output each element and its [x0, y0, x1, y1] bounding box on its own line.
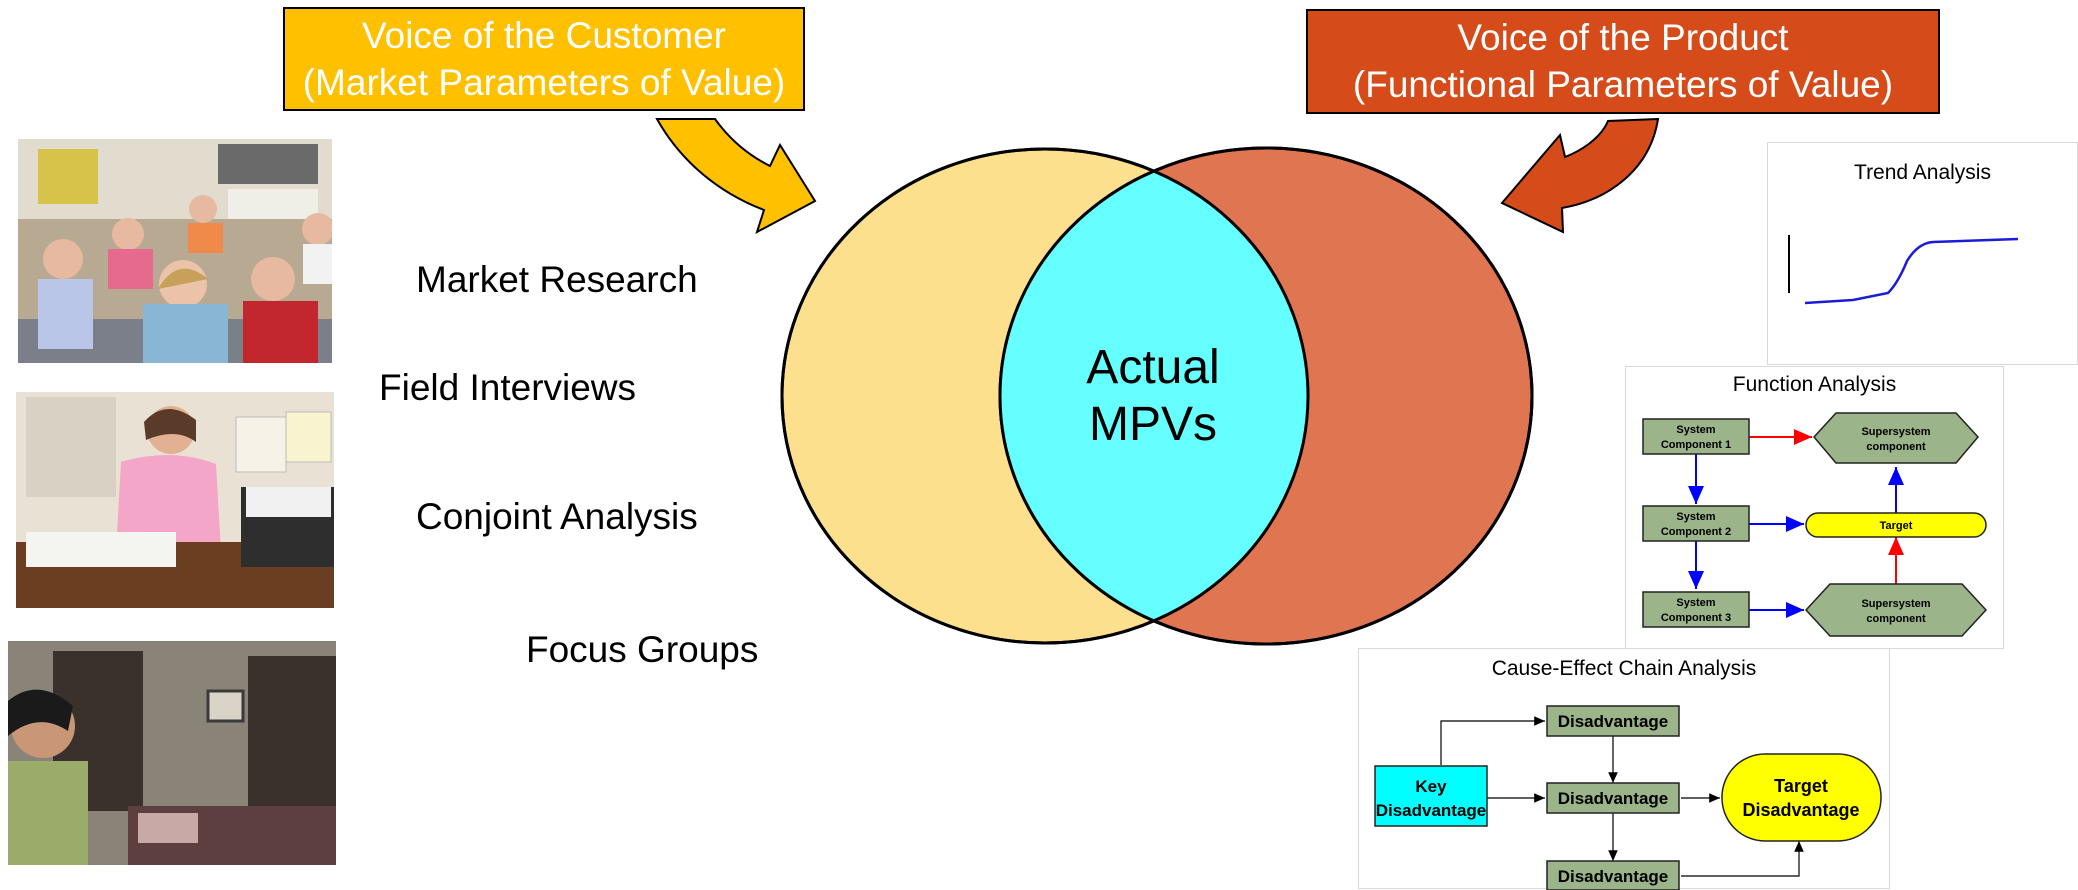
svg-text:Disadvantage: Disadvantage	[1742, 800, 1859, 820]
svg-text:Supersystem: Supersystem	[1861, 426, 1930, 438]
system-component-1-node: System Component 1	[1642, 418, 1750, 455]
svg-text:Target: Target	[1880, 520, 1913, 532]
product-curved-arrow	[1500, 117, 1660, 234]
trend-analysis-title: Trend Analysis	[1854, 161, 1991, 184]
method-conjoint-analysis: Conjoint Analysis	[416, 496, 698, 537]
method-market-research: Market Research	[416, 259, 698, 300]
disadvantage-top-node: Disadvantage	[1546, 705, 1680, 737]
svg-text:component: component	[1866, 441, 1926, 453]
voice-of-customer-title: Voice of the Customer	[361, 15, 727, 56]
svg-text:Disadvantage: Disadvantage	[1558, 867, 1669, 886]
disadvantage-middle-node: Disadvantage	[1546, 782, 1680, 814]
cause-effect-chain-title: Cause-Effect Chain Analysis	[1491, 657, 1757, 680]
trend-curve-graphic	[1788, 235, 2019, 305]
voice-of-customer-subtitle: (Market Parameters of Value)	[302, 62, 786, 103]
function-analysis-panel: Function Analysis System Component 1 Sup…	[1625, 366, 2004, 649]
venn-intersection-label-line1: Actual	[1086, 341, 1219, 394]
system-component-2-node: System Component 2	[1642, 505, 1750, 542]
customer-curved-arrow	[655, 118, 817, 235]
teacher-interview-photo	[16, 392, 334, 608]
method-focus-groups: Focus Groups	[526, 629, 759, 670]
svg-text:System: System	[1676, 424, 1715, 436]
disadvantage-bottom-node: Disadvantage	[1546, 860, 1680, 890]
svg-text:Key: Key	[1415, 777, 1447, 796]
svg-text:Component 1: Component 1	[1661, 439, 1731, 451]
voice-of-product-banner: Voice of the Product (Functional Paramet…	[1306, 9, 1940, 114]
living-room-interview-photo	[8, 641, 336, 865]
supersystem-component-top-node: Supersystem component	[1813, 412, 1979, 464]
svg-text:System: System	[1676, 511, 1715, 523]
classroom-children-photo	[18, 139, 332, 363]
venn-intersection	[1000, 149, 1308, 643]
svg-text:Supersystem: Supersystem	[1861, 598, 1930, 610]
venn-intersection-label-line2: MPVs	[1089, 398, 1217, 451]
cause-effect-chain-panel: Cause-Effect Chain Analysis Key Disadvan…	[1358, 648, 1890, 890]
target-node: Target	[1805, 512, 1987, 538]
svg-text:Disadvantage: Disadvantage	[1376, 801, 1487, 820]
supersystem-component-bottom-node: Supersystem component	[1804, 583, 1988, 637]
svg-text:Component 2: Component 2	[1661, 526, 1731, 538]
voice-of-product-subtitle: (Functional Parameters of Value)	[1352, 64, 1894, 105]
trend-analysis-panel: Trend Analysis	[1767, 142, 2078, 365]
target-disadvantage-node: Target Disadvantage	[1721, 753, 1882, 842]
voice-of-customer-banner: Voice of the Customer (Market Parameters…	[283, 7, 805, 111]
key-disadvantage-node: Key Disadvantage	[1374, 765, 1488, 827]
system-component-3-node: System Component 3	[1642, 591, 1750, 628]
svg-text:Component 3: Component 3	[1661, 612, 1731, 624]
function-analysis-title: Function Analysis	[1732, 373, 1897, 396]
voice-of-product-title: Voice of the Product	[1457, 17, 1789, 58]
svg-text:Disadvantage: Disadvantage	[1558, 789, 1669, 808]
svg-text:Disadvantage: Disadvantage	[1558, 712, 1669, 731]
method-field-interviews: Field Interviews	[379, 367, 637, 408]
svg-text:System: System	[1676, 597, 1715, 609]
svg-text:component: component	[1866, 613, 1926, 625]
svg-text:Target: Target	[1774, 776, 1828, 796]
